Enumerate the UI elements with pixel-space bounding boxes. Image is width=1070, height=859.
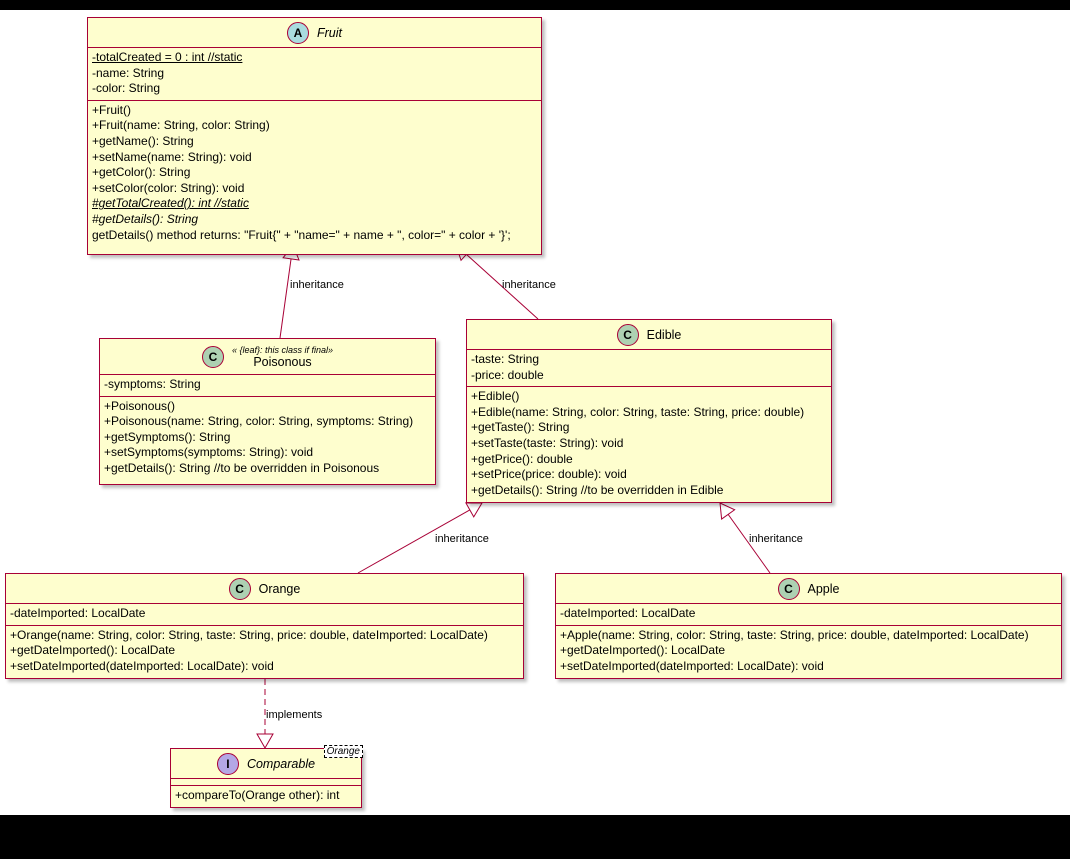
methods-section: +Apple(name: String, color: String, tast… bbox=[556, 626, 1061, 678]
class-apple[interactable]: C Apple -dateImported: LocalDate +Apple(… bbox=[555, 573, 1062, 679]
class-name: Edible bbox=[646, 327, 682, 342]
method: +setPrice(price: double): void bbox=[471, 467, 627, 482]
class-poisonous[interactable]: C « {leaf}: this class if final» Poisono… bbox=[99, 338, 436, 485]
method: +setSymptoms(symptoms: String): void bbox=[104, 445, 314, 460]
method: +Edible(name: String, color: String, tas… bbox=[471, 404, 805, 419]
stereotype: « {leaf}: this class if final» bbox=[231, 344, 334, 355]
methods-section: +Fruit() +Fruit(name: String, color: Str… bbox=[88, 101, 541, 246]
method: +getDetails(): String //to be overridden… bbox=[104, 460, 380, 475]
interface-name: Comparable bbox=[246, 756, 316, 771]
field: -dateImported: LocalDate bbox=[560, 606, 696, 620]
method: +Apple(name: String, color: String, tast… bbox=[560, 627, 1029, 642]
method-note: getDetails() method returns: "Fruit{" + … bbox=[92, 227, 511, 242]
method: +Orange(name: String, color: String, tas… bbox=[10, 627, 488, 642]
class-name: Apple bbox=[807, 581, 840, 596]
method: +setName(name: String): void bbox=[92, 149, 252, 164]
class-orange-header: C Orange bbox=[6, 574, 523, 604]
field: -price: double bbox=[471, 367, 544, 382]
method: +Poisonous(name: String, color: String, … bbox=[104, 414, 414, 429]
edge-orange-edible-line bbox=[357, 509, 471, 574]
method: +getColor(): String bbox=[92, 165, 191, 180]
edge-orange-edible-arrowhead bbox=[465, 502, 483, 518]
field: -color: String bbox=[92, 81, 161, 96]
class-badge-icon: C bbox=[616, 323, 639, 346]
method: +getTaste(): String bbox=[471, 420, 570, 435]
edge-apple-edible-arrowhead bbox=[719, 502, 736, 520]
class-edible[interactable]: C Edible -taste: String -price: double +… bbox=[466, 319, 832, 503]
fields-section: -dateImported: LocalDate bbox=[6, 604, 523, 626]
edge-label-apple-edible: inheritance bbox=[749, 533, 803, 545]
class-edible-header: C Edible bbox=[467, 320, 831, 350]
method: +setDateImported(dateImported: LocalDate… bbox=[10, 658, 274, 673]
methods-section: +Poisonous() +Poisonous(name: String, co… bbox=[100, 397, 435, 480]
class-name: Fruit bbox=[317, 25, 342, 40]
edge-apple-edible-line bbox=[727, 514, 771, 574]
class-apple-header: C Apple bbox=[556, 574, 1061, 604]
method: +setTaste(taste: String): void bbox=[471, 435, 624, 450]
interface-comparable-header: I Comparable Orange bbox=[171, 745, 363, 779]
fields-section bbox=[171, 779, 361, 786]
edge-label-orange-comparable: implements bbox=[266, 709, 323, 721]
interface-comparable[interactable]: I Comparable Orange +compareTo(Orange ot… bbox=[170, 745, 363, 808]
method: +getDateImported(): LocalDate bbox=[10, 643, 176, 658]
type-parameter: Orange bbox=[323, 745, 363, 758]
method: +Fruit() bbox=[92, 102, 131, 117]
class-poisonous-header: C « {leaf}: this class if final» Poisono… bbox=[100, 339, 435, 375]
class-badge-icon: C bbox=[201, 345, 224, 368]
method: #getTotalCreated(): int //static bbox=[92, 196, 249, 211]
abstract-badge-icon: A bbox=[287, 21, 309, 44]
edge-label-edible-fruit: inheritance bbox=[502, 279, 556, 291]
methods-section: +compareTo(Orange other): int bbox=[171, 786, 361, 807]
field: -symptoms: String bbox=[104, 377, 201, 391]
class-badge-icon: C bbox=[777, 577, 800, 600]
field: -name: String bbox=[92, 65, 165, 80]
fields-section: -symptoms: String bbox=[100, 375, 435, 397]
class-name: Poisonous bbox=[253, 354, 312, 369]
method: +compareTo(Orange other): int bbox=[175, 788, 340, 802]
edge-edible-fruit-line bbox=[466, 254, 539, 320]
methods-section: +Edible() +Edible(name: String, color: S… bbox=[467, 387, 831, 501]
field: -dateImported: LocalDate bbox=[10, 606, 146, 620]
class-name: Orange bbox=[258, 581, 301, 596]
field: -taste: String bbox=[471, 352, 540, 366]
edge-label-poisonous-fruit: inheritance bbox=[290, 279, 344, 291]
method: +getDateImported(): LocalDate bbox=[560, 643, 726, 658]
edge-label-orange-edible: inheritance bbox=[435, 533, 489, 545]
class-fruit-header: A Fruit bbox=[88, 18, 541, 48]
method: +Edible() bbox=[471, 389, 520, 404]
method: +getSymptoms(): String bbox=[104, 429, 231, 444]
edge-poisonous-fruit-line bbox=[279, 258, 292, 339]
fields-section: -totalCreated = 0 : int //static -name: … bbox=[88, 48, 541, 101]
interface-badge-icon: I bbox=[216, 752, 239, 775]
edge-orange-comparable-arrowhead bbox=[256, 733, 274, 750]
method: #getDetails(): String bbox=[92, 211, 199, 226]
method: +Fruit(name: String, color: String) bbox=[92, 118, 270, 133]
method: +Poisonous() bbox=[104, 398, 176, 413]
method: +setColor(color: String): void bbox=[92, 180, 245, 195]
method: +getPrice(): double bbox=[471, 451, 573, 466]
class-badge-icon: C bbox=[228, 577, 251, 600]
method: +getDetails(): String //to be overridden… bbox=[471, 482, 724, 497]
fields-section: -dateImported: LocalDate bbox=[556, 604, 1061, 626]
method: +setDateImported(dateImported: LocalDate… bbox=[560, 658, 824, 673]
fields-section: -taste: String -price: double bbox=[467, 350, 831, 388]
class-fruit[interactable]: A Fruit -totalCreated = 0 : int //static… bbox=[87, 17, 542, 255]
uml-class-diagram: A Fruit -totalCreated = 0 : int //static… bbox=[0, 10, 1070, 815]
field: -totalCreated = 0 : int //static bbox=[92, 50, 243, 64]
methods-section: +Orange(name: String, color: String, tas… bbox=[6, 626, 523, 678]
method: +getName(): String bbox=[92, 133, 194, 148]
class-orange[interactable]: C Orange -dateImported: LocalDate +Orang… bbox=[5, 573, 524, 679]
